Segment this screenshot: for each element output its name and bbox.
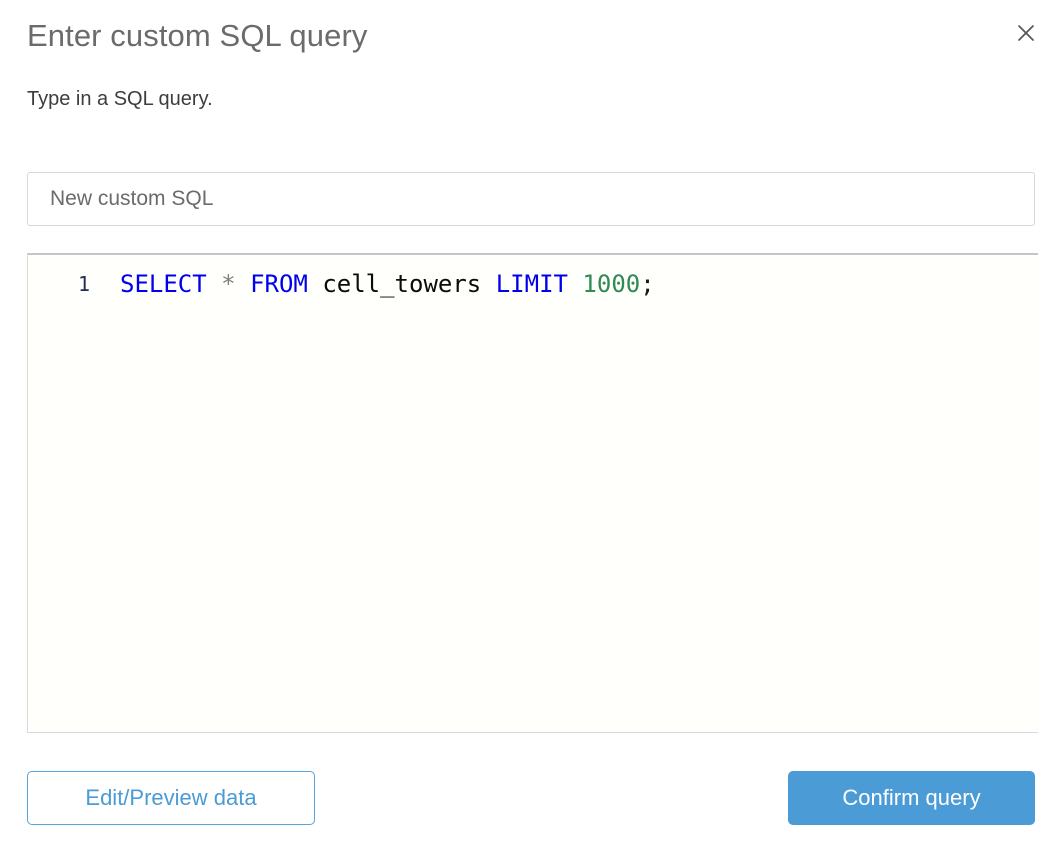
dialog-subtitle: Type in a SQL query. xyxy=(27,88,213,110)
sql-code-text: SELECT * FROM cell_towers LIMIT 1000; xyxy=(120,270,655,298)
sql-token-table: cell_towers xyxy=(322,270,482,298)
sql-token-limit: LIMIT xyxy=(495,270,568,298)
edit-preview-data-button[interactable]: Edit/Preview data xyxy=(27,771,315,825)
sql-token-semicolon: ; xyxy=(640,270,655,298)
sql-token-star: * xyxy=(221,270,236,298)
sql-token-from: FROM xyxy=(250,270,308,298)
page-title: Enter custom SQL query xyxy=(27,18,368,53)
confirm-query-button[interactable]: Confirm query xyxy=(788,771,1035,825)
sql-token-select: SELECT xyxy=(120,270,207,298)
line-number: 1 xyxy=(77,272,90,296)
sql-token-number: 1000 xyxy=(582,270,641,298)
close-icon xyxy=(1018,25,1034,41)
close-button[interactable] xyxy=(1009,16,1043,50)
sql-editor[interactable]: 1 SELECT * FROM cell_towers LIMIT 1000; xyxy=(27,253,1038,733)
dialog-header: Enter custom SQL query xyxy=(0,0,1061,75)
query-name-input[interactable] xyxy=(27,172,1035,226)
sql-editor-line: 1 SELECT * FROM cell_towers LIMIT 1000; xyxy=(28,267,655,301)
